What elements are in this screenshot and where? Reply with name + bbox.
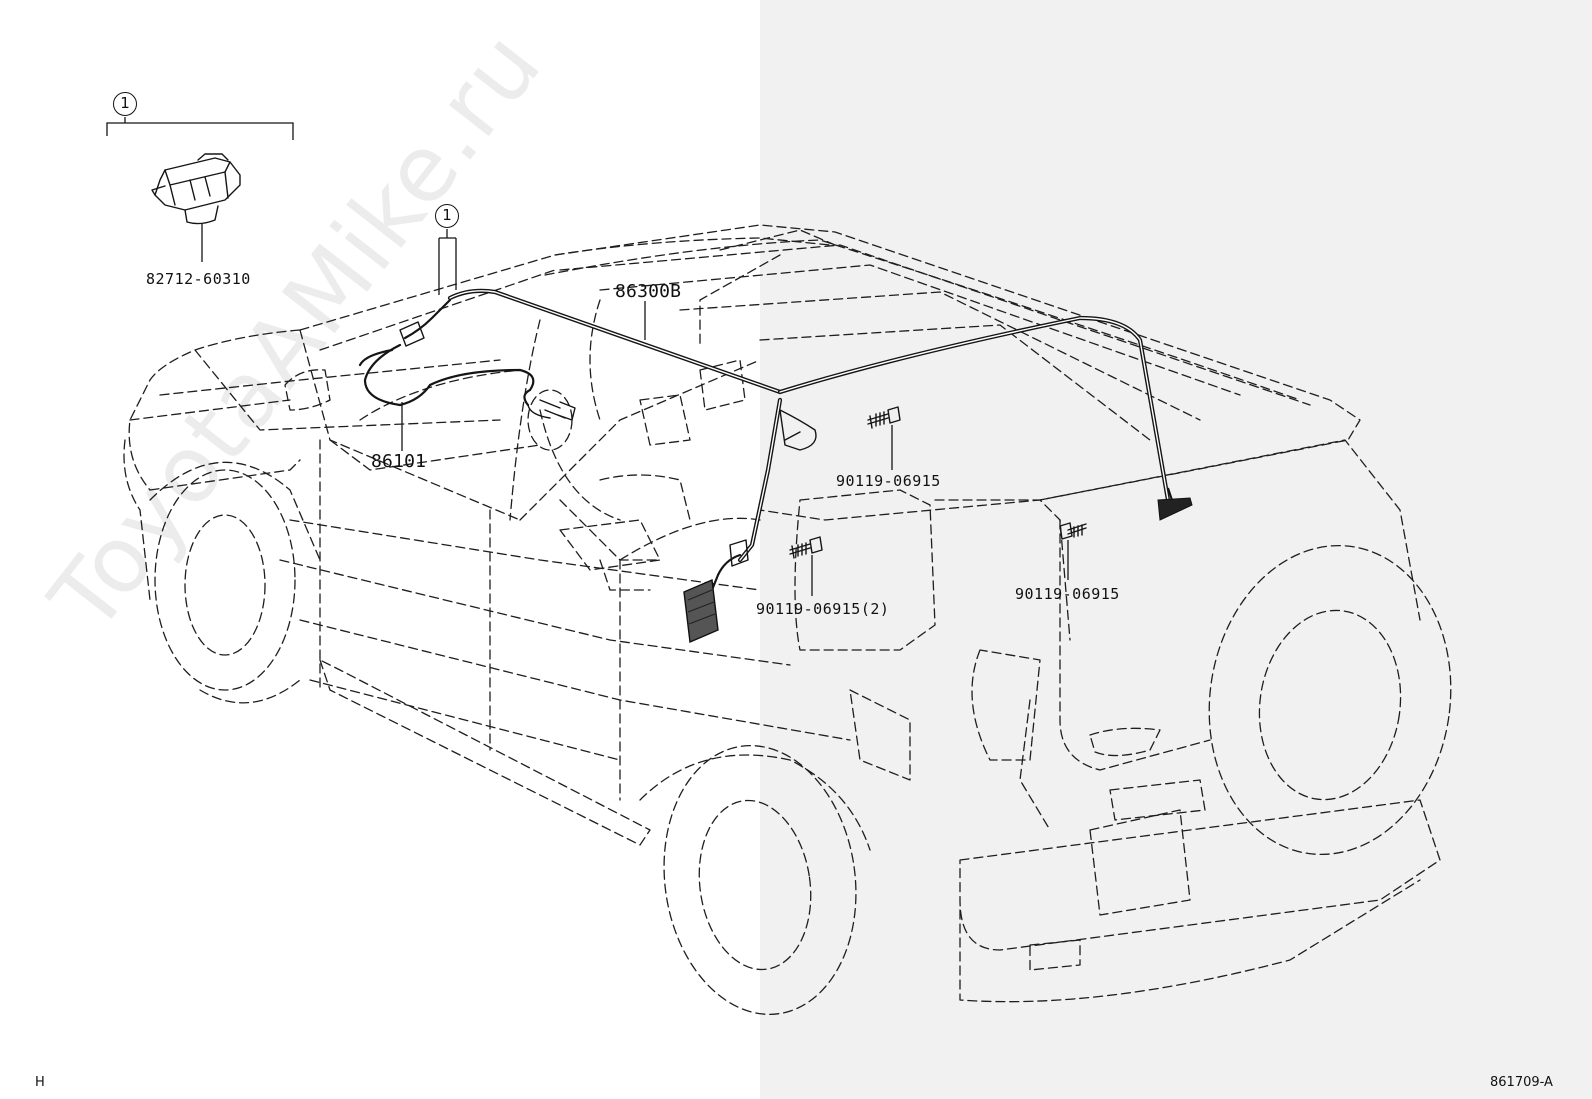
bolt-lower-icon [789, 536, 823, 559]
callout-circle-1-harness: 1 [435, 204, 459, 228]
antenna-cord-cable [447, 288, 1193, 644]
bracket-part-icon [151, 153, 241, 225]
leader-lines [106, 117, 1069, 596]
bolt-rear-icon [1059, 522, 1087, 540]
part-label-bolt-rear: 90119-06915 [1015, 585, 1120, 603]
shaded-background-panel [760, 0, 1592, 1099]
part-label-antenna-assy: 86101 [371, 451, 427, 472]
bolt-upper-icon [867, 406, 901, 429]
diagram-code: 861709-A [1490, 1075, 1553, 1090]
part-label-antenna-cord: 86300B [615, 281, 682, 302]
antenna-assembly-wire [358, 298, 576, 421]
vehicle-outline [123, 224, 1452, 1015]
part-label-bolt-upper: 90119-06915 [836, 472, 941, 490]
part-label-bracket: 82712-60310 [146, 270, 251, 288]
part-label-bolt-lower: 90119-06915(2) [756, 600, 890, 618]
corner-mark: H [35, 1075, 45, 1090]
callout-circle-1-top: 1 [113, 92, 137, 116]
